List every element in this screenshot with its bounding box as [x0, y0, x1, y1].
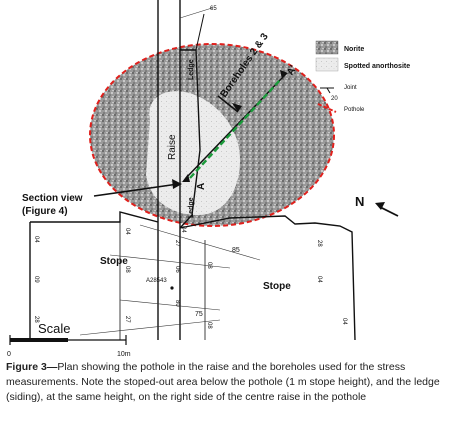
- section-view-label-2: (Figure 4): [22, 206, 68, 217]
- dip-value: 27: [174, 240, 180, 247]
- dip-value: 04: [341, 318, 347, 325]
- caption-text: Plan showing the pothole in the raise an…: [6, 361, 440, 403]
- raise-label: Raise: [167, 134, 178, 160]
- stope-label-left: Stope: [100, 256, 128, 267]
- section-view-arrow: [93, 183, 179, 197]
- dip-value: 08: [206, 262, 212, 269]
- dip-value: 04: [316, 276, 322, 283]
- dip-value: 75: [195, 311, 203, 318]
- section-view-label-1: Section view: [22, 193, 83, 204]
- pothole-boundary: [89, 43, 335, 227]
- scale-bar: [9, 335, 127, 345]
- stope-outline: [30, 211, 356, 341]
- legend-joint-tick: [326, 87, 331, 94]
- caption-label: Figure 3—: [6, 361, 58, 373]
- borehole-arrow: [217, 95, 239, 113]
- ledge-edge: [195, 13, 205, 51]
- scale-end-label: 10m: [117, 351, 131, 358]
- section-label-a-prime: A': [285, 64, 299, 78]
- figure-caption: Figure 3—Plan showing the pothole in the…: [6, 360, 451, 405]
- dip-value: 08: [206, 322, 212, 329]
- borehole-arrowhead: [232, 103, 242, 112]
- scale-label: Scale: [38, 321, 71, 336]
- section-arrow-a-prime: [280, 70, 288, 79]
- stope-label-right: Stope: [263, 281, 291, 292]
- dip-value: 08: [124, 266, 130, 273]
- dip-value: 80: [174, 300, 180, 307]
- dip-value: 04: [33, 236, 39, 243]
- dip-value: 09: [33, 276, 39, 283]
- legend-norite-label: Norite: [344, 46, 364, 53]
- pothole-plan-diagram: Norite Spotted anorthosite Joint 20 Poth…: [7, 0, 410, 358]
- legend-joint-dip: 20: [331, 96, 338, 102]
- north-arrowhead: [375, 202, 385, 210]
- dip-value: 65: [210, 6, 217, 12]
- ledge-label-bottom: Ledge: [188, 197, 195, 218]
- legend-pothole-symbol: [317, 103, 337, 113]
- legend-anorthosite-swatch: [315, 57, 339, 72]
- legend-pothole-label: Pothole: [344, 107, 365, 113]
- dip-value: 28: [33, 316, 39, 323]
- north-label: N: [355, 194, 364, 209]
- dip-value: 85: [232, 247, 240, 254]
- peg-label: A28543: [146, 278, 167, 284]
- ledge-outline: [179, 49, 201, 229]
- dip-value: 27: [124, 316, 130, 323]
- dip-value: 28: [316, 240, 322, 247]
- borehole-line: [189, 79, 281, 179]
- dip-value: 04: [180, 226, 186, 233]
- north-arrow: [379, 206, 399, 217]
- ledge-label-top: Ledge: [188, 59, 195, 80]
- survey-peg: [170, 286, 174, 290]
- legend-anorthosite-label: Spotted anorthosite: [344, 63, 410, 70]
- joint-lines: [79, 7, 261, 336]
- scale-start-label: 0: [7, 351, 11, 358]
- legend-joint-label: Joint: [344, 85, 357, 91]
- section-view-arrowhead: [172, 179, 182, 189]
- dip-value: 06: [174, 266, 180, 273]
- dip-value: 04: [124, 228, 130, 235]
- section-arrow-a: [182, 174, 190, 182]
- anorthosite-area: [146, 91, 240, 215]
- section-label-a: A: [196, 183, 207, 190]
- legend-norite-swatch: [315, 40, 339, 55]
